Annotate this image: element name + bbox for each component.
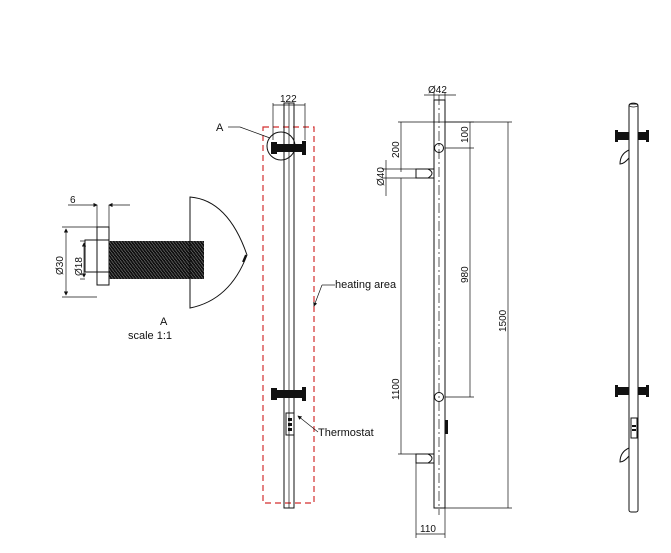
dim-980: 980 [460,266,471,283]
bottom-bracket [271,387,306,401]
heating-area-label: heating area [335,279,397,291]
bottom-pin [415,453,435,464]
top-pin [415,168,435,179]
dim-6: 6 [70,195,76,206]
dim-1100: 1100 [391,378,402,400]
dim-122: 122 [280,94,297,105]
thermostat-box [285,412,295,436]
dim-40: Ø40 [376,167,387,186]
dim-30: Ø30 [55,256,66,275]
mount-hole-top [434,143,444,153]
detail-scale: scale 1:1 [128,330,172,342]
dim-110: 110 [420,524,436,535]
mount-hole-bottom [434,392,444,402]
profile-hook-top [619,149,630,165]
side-view: Ø42 100 200 Ø40 980 1500 1100 110 [376,85,512,538]
flange [96,226,110,286]
dim-1500: 1500 [498,309,509,332]
callout-a: A [216,122,224,134]
threaded-shaft [109,241,204,279]
side-tube [433,99,446,509]
detail-a-circle [266,131,296,161]
profile-hook-bottom [619,447,630,463]
dim-200: 200 [391,141,402,158]
top-bracket [271,141,306,155]
dim-42: Ø42 [428,85,447,96]
profile-tube [628,103,639,513]
dim-18: Ø18 [74,257,85,276]
profile-view [615,102,649,513]
thermostat-label: Thermostat [318,427,374,439]
dome-cap [189,196,248,309]
dim-100: 100 [460,126,471,143]
front-view: 122 A heating area Thermostat [216,94,397,509]
heating-area-outline [262,126,315,504]
profile-bolt [617,132,629,140]
detail-title: A [160,316,168,328]
detail-a-view: 6 Ø30 Ø18 A scale 1:1 [55,195,248,342]
